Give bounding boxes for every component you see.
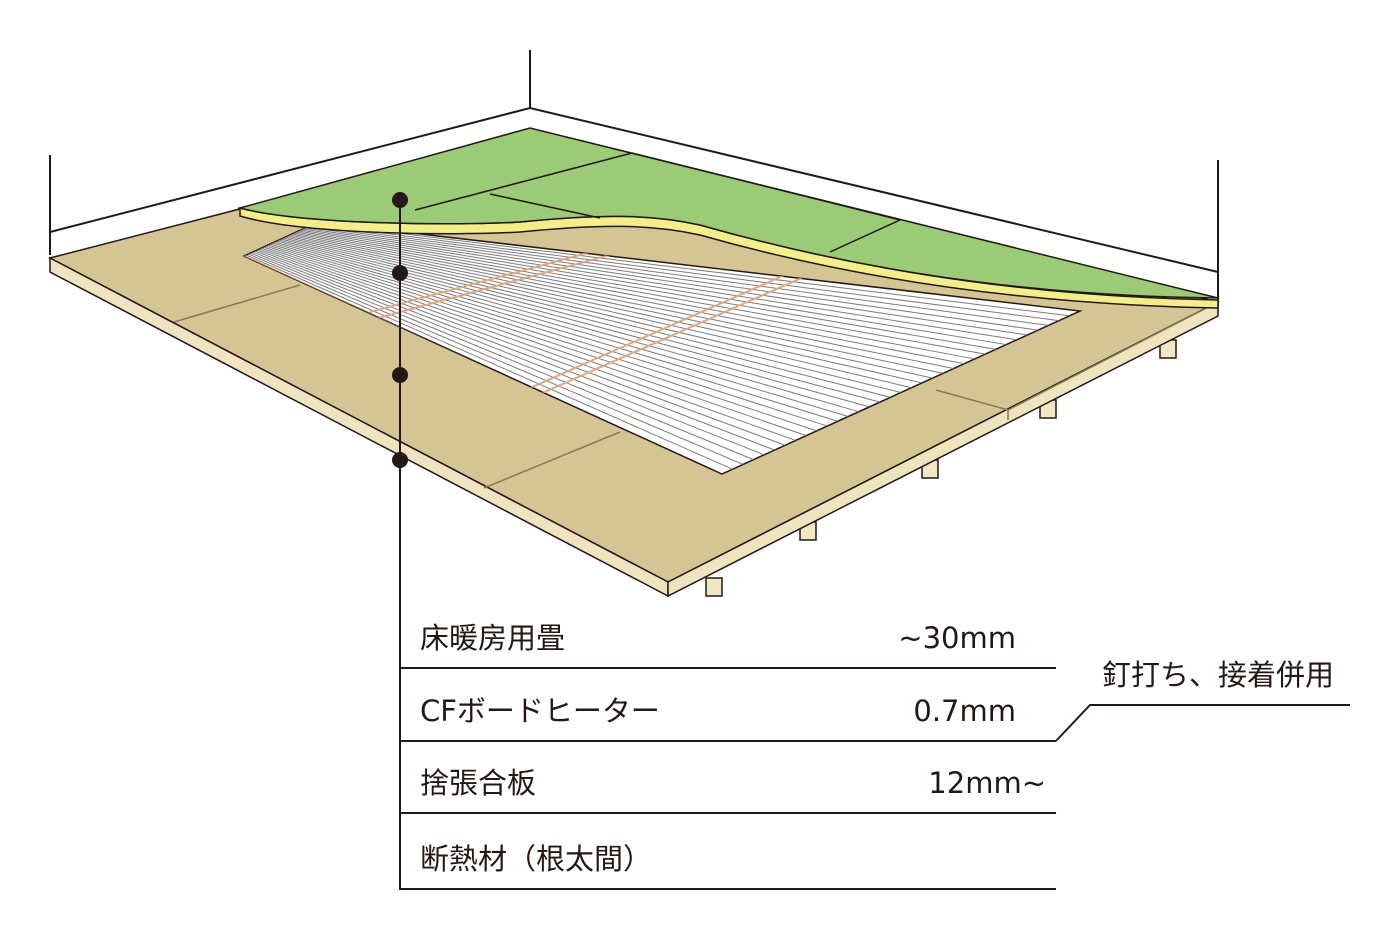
heater-wire [315,222,1070,317]
heater-wire [263,246,817,432]
heater-wire [311,224,1049,326]
insulation-marker [392,452,408,468]
room-walls [49,50,1219,302]
plywood-seams [173,284,1219,489]
layer-thickness-plywood: 12mm~ [928,766,1046,800]
heater-wire [245,254,733,470]
layer-label-plywood: 捨張合板 [420,766,537,800]
heater-wires [245,222,1070,470]
plywood-right-edge [667,300,1219,598]
heater-wire [289,234,944,374]
tatami-top [237,127,1219,299]
heater-wire [293,232,965,365]
heater-wire [265,245,828,427]
heater-wire [250,252,754,461]
floor-heating-tatami [237,127,1219,309]
heater-wire [276,240,881,403]
heater-wire [287,235,933,379]
heater-wire [252,251,765,456]
heater-wire [272,242,860,413]
heater-wire [300,229,996,350]
tatami-seams [414,152,901,253]
heater-wire [261,247,807,437]
layer-label-heater: CFボードヒーター [420,694,660,728]
layer-table-rules [400,667,1350,890]
heater-wire [283,237,912,389]
layer-thickness-heater: 0.7mm [913,694,1016,728]
plywood-marker [392,367,408,383]
heater-wire [256,249,786,446]
heater-marker [392,265,408,281]
heater-wire [269,243,849,417]
cf-board-heater [242,221,1083,475]
fastening-note: 釘打ち、接着併用 [1102,658,1335,692]
heater-wire [302,228,1007,346]
heater-wire [280,238,902,393]
heater-wire [291,233,954,370]
layer-label-insulation: 断熱材（根太間） [420,842,653,876]
layer-leader [392,192,408,890]
layer-label-tatami: 床暖房用畳 [420,621,566,655]
tatami-marker [392,192,408,208]
layer-thickness-tatami: ~30mm [898,621,1016,655]
heater-wire [254,250,775,451]
heater-wire [274,241,870,408]
heater-wire [307,226,1028,336]
joist [705,577,723,597]
heater-wire [304,227,1017,341]
note-leader [1055,704,1350,742]
heater-wire [313,223,1060,322]
heater-wire [248,253,744,465]
heater-wire [296,231,975,360]
heater-wire [278,239,891,398]
heater-wire [267,244,838,422]
heater-wire [285,236,923,384]
heater-wire [309,225,1038,331]
heater-wire [259,248,796,441]
heater-wire [298,230,986,355]
